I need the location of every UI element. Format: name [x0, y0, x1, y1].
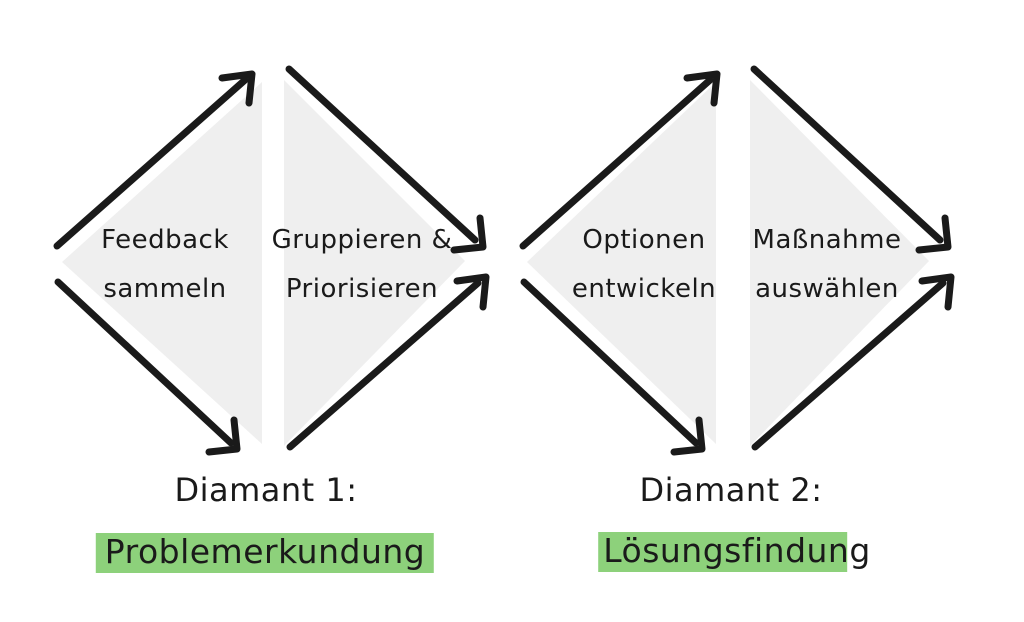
diamond2-caption-label: Lösungsfindung — [598, 529, 871, 573]
diamond2-phase1-label-line1: Optionen — [582, 225, 706, 255]
diamond1-phase2-label-line1: Gruppieren & — [271, 225, 453, 255]
diamond2-diverge-bottom-arrow-icon — [520, 278, 706, 456]
diamond1-caption-label: Problemerkundung — [95, 530, 435, 574]
diamond1-phase2-label-line2: Priorisieren — [285, 274, 439, 304]
diamond1-phase1-label-line2: sammeln — [103, 274, 227, 304]
diamond2-phase2-label-line1: Maßnahme — [752, 225, 902, 255]
diamond2-phase2-label-line2: auswählen — [755, 274, 899, 304]
diamond2-diverge-top-arrow-icon — [519, 70, 721, 250]
diamond2-converge-bottom-arrow-icon — [751, 273, 955, 451]
diamond2-converge-triangle — [750, 80, 929, 446]
diamond1-highlight-marker: Problemerkundung — [95, 530, 435, 574]
diamond2-highlight-marker: Lösungsfindung — [598, 529, 871, 573]
diamond1-diverge-triangle — [62, 82, 262, 444]
diamond1-diverge-bottom-arrow-icon — [54, 278, 241, 456]
diamond2-caption-title: Diamant 2: — [639, 471, 823, 509]
diamond1-converge-top-arrow-icon — [285, 65, 487, 254]
diamond1-converge-triangle — [284, 80, 465, 446]
diamond1-diverge-top-arrow-icon — [53, 70, 256, 250]
diamond2-diverge-triangle — [527, 82, 716, 444]
diamond1-converge-bottom-arrow-icon — [286, 273, 490, 451]
diamond2-phase1-label-line2: entwickeln — [571, 274, 717, 304]
diamond1-caption-title: Diamant 1: — [174, 471, 358, 509]
diamond1-phase1-label-line1: Feedback — [101, 225, 229, 255]
diamond2-converge-top-arrow-icon — [750, 65, 952, 254]
